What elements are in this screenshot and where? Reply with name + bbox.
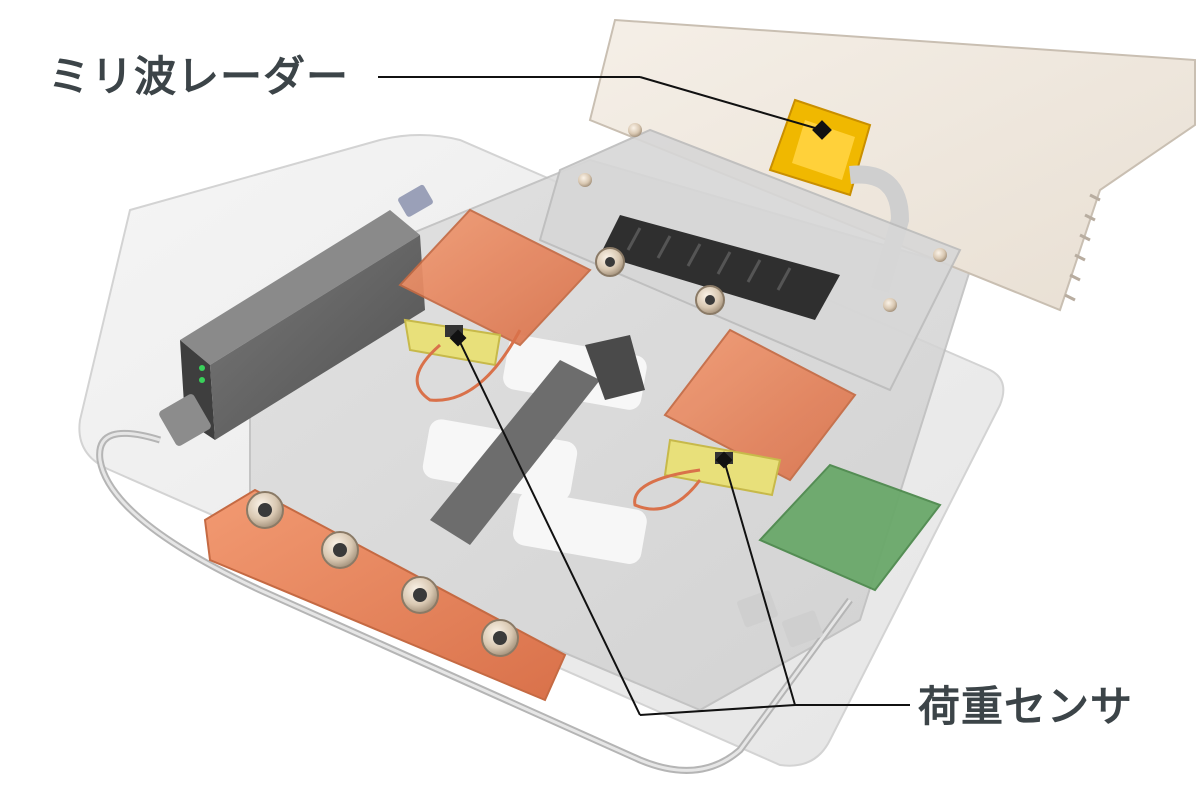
actuator — [430, 360, 600, 545]
copper-plate-left — [398, 208, 592, 347]
bracket-nuts — [578, 123, 947, 315]
bus-bar — [203, 488, 567, 702]
bus-bar-nuts — [246, 491, 519, 657]
radar-chip-inner — [792, 120, 855, 180]
network-port — [737, 590, 778, 628]
cable — [98, 431, 852, 772]
load-sensor-callout-label: 荷重センサ — [918, 682, 1134, 731]
radar-board — [588, 18, 1196, 312]
sensor-trace — [415, 329, 522, 402]
load-sensor-left — [403, 318, 502, 367]
controller-box-side — [210, 235, 425, 440]
leader-line-load-sensor — [457, 337, 910, 716]
connector — [159, 394, 211, 446]
network-port — [782, 610, 823, 648]
diamond-marker-icon — [715, 451, 733, 469]
connector — [398, 184, 433, 217]
sensor-trace — [633, 468, 702, 511]
status-led — [199, 365, 205, 371]
plate-cutout — [513, 491, 647, 564]
heat-sink-fins — [1064, 193, 1101, 302]
flex-cable — [849, 165, 910, 293]
controller-box-top — [180, 210, 420, 365]
load-sensor-right — [663, 438, 782, 497]
diamond-marker-icon — [449, 329, 467, 347]
radar-callout-label: ミリ波レーダー — [48, 52, 350, 101]
terminal-fins — [626, 227, 792, 291]
actuator-head — [585, 335, 645, 400]
status-led — [199, 377, 205, 383]
leader-line-radar — [378, 76, 823, 131]
pcb-board — [758, 463, 942, 592]
